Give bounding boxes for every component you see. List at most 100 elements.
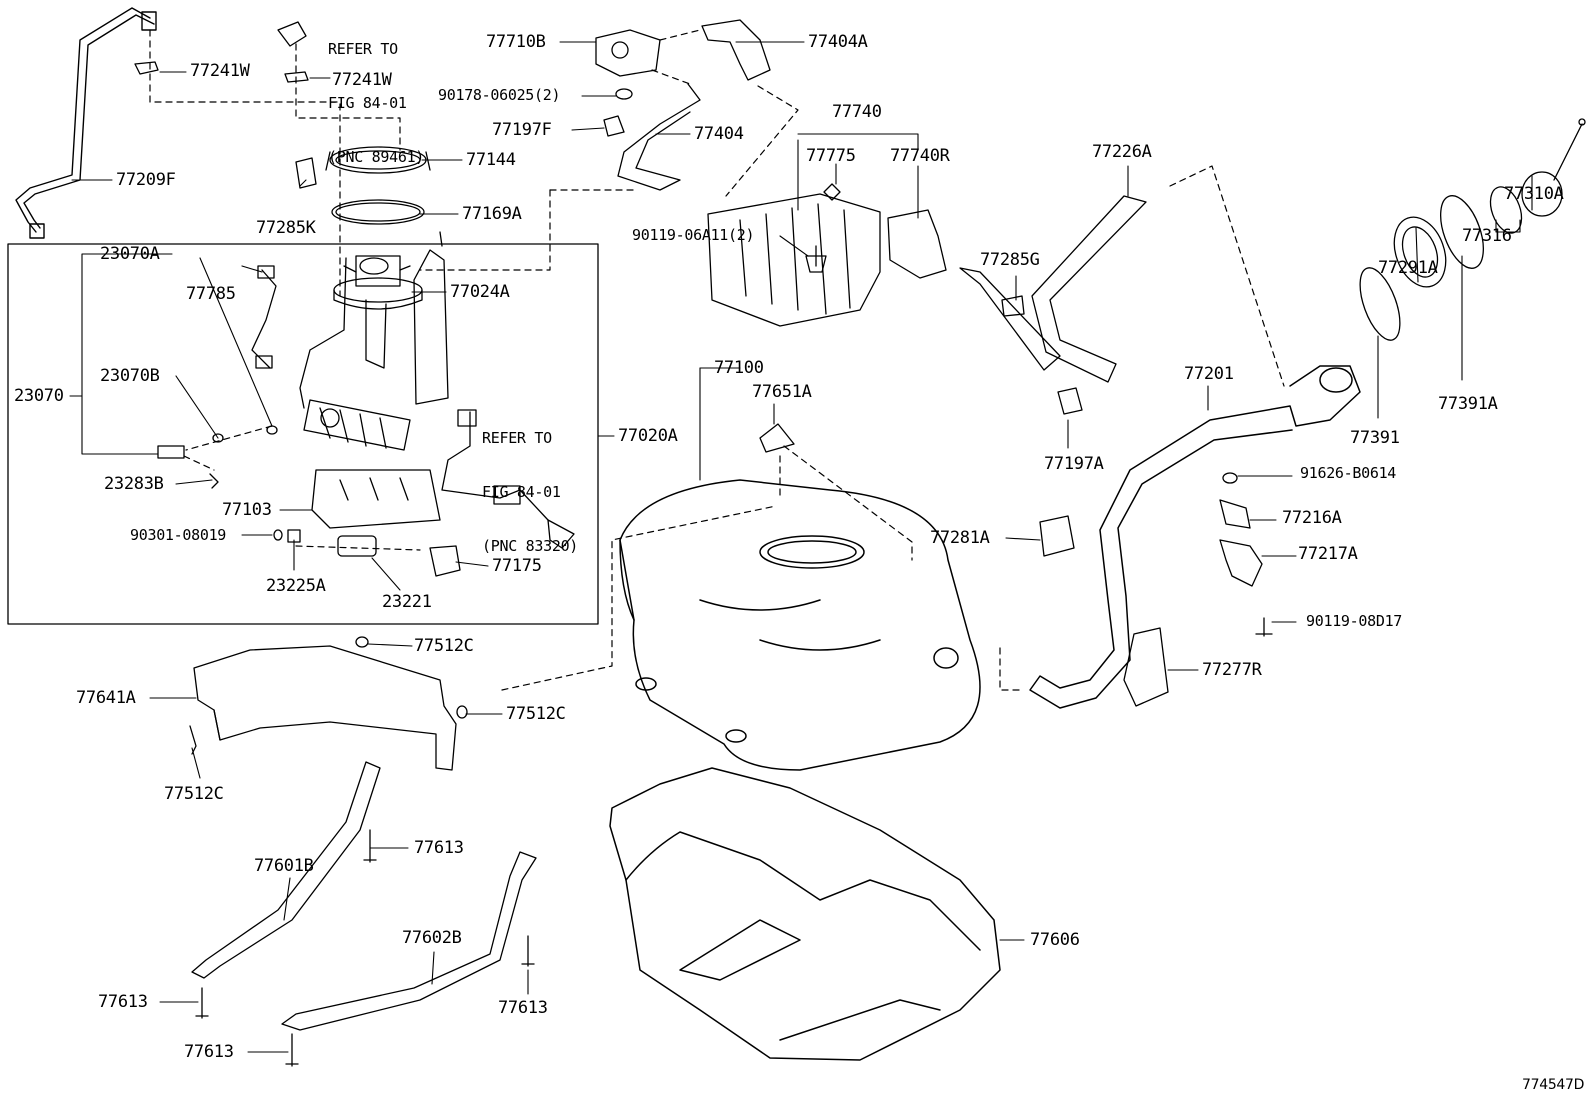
- label-77226a: 77226A: [1092, 142, 1152, 162]
- bracket-77216a: [1219, 499, 1251, 529]
- label-77197a: 77197A: [1044, 454, 1104, 474]
- refer-note-83320-line2: FIG 84-01: [482, 483, 561, 501]
- label-77601b: 77601B: [254, 856, 314, 876]
- pump-hose: [299, 257, 347, 409]
- label-77281a: 77281A: [930, 528, 990, 548]
- protector-77606: [609, 767, 1001, 1061]
- label-77197f: 77197F: [492, 120, 552, 140]
- vent-tube-77209f: [15, 7, 157, 239]
- label-23283b: 23283B: [104, 474, 164, 494]
- label-77391a: 77391A: [1438, 394, 1498, 414]
- figure-code: 774547D: [1522, 1077, 1585, 1093]
- cap-77310a: [1521, 118, 1586, 217]
- clip-77285g: [1001, 295, 1025, 317]
- harness-connector: [257, 265, 275, 279]
- label-90119-06a11: 90119-06A11(2): [632, 226, 755, 244]
- label-23070: 23070: [14, 386, 64, 406]
- refer-note-89461-line3: (PNC 89461): [328, 148, 425, 166]
- fuel-pump-23221: [337, 535, 377, 557]
- label-77651a: 77651A: [752, 382, 812, 402]
- hose-77404a: [701, 19, 771, 81]
- label-77277r: 77277R: [1202, 660, 1262, 680]
- refer-note-89461-line2: FIG 84-01: [328, 94, 407, 112]
- canister-77740: [707, 193, 947, 327]
- regulator-23070: [157, 445, 185, 459]
- label-77404a: 77404A: [808, 32, 868, 52]
- label-77169a: 77169A: [462, 204, 522, 224]
- strap-77601b: [191, 761, 381, 979]
- label-77613-d: 77613: [184, 1042, 234, 1062]
- label-77512c-top: 77512C: [414, 636, 474, 656]
- clip-77512c-top: [355, 636, 369, 648]
- label-77775: 77775: [806, 146, 856, 166]
- sender-arm: [413, 249, 449, 405]
- label-77216a: 77216A: [1282, 508, 1342, 528]
- fuel-pump-body: [303, 399, 411, 451]
- pump-assembly-box: [7, 243, 599, 625]
- clip-77197f: [603, 115, 625, 137]
- strap-77602b: [281, 851, 537, 1031]
- protector-77277r: [1123, 627, 1169, 707]
- label-77710b: 77710B: [486, 32, 546, 52]
- label-91626-b0614: 91626-B0614: [1300, 464, 1397, 482]
- leader-lines: [69, 41, 1533, 1053]
- label-77613-c: 77613: [498, 998, 548, 1018]
- o-ring-23070b: [212, 433, 224, 443]
- refer-note-83320: REFER TO FIG 84-01 (PNC 83320): [482, 393, 578, 591]
- part-77285k: [295, 157, 317, 189]
- label-90178-06025: 90178-06025(2): [438, 86, 561, 104]
- label-90119-08d17: 90119-08D17: [1306, 612, 1403, 630]
- refer-note-89461-line1: REFER TO: [328, 40, 398, 58]
- label-77316: 77316: [1462, 226, 1512, 246]
- label-23225a: 23225A: [266, 576, 326, 596]
- label-77209f: 77209F: [116, 170, 176, 190]
- clip-77241w-b: [284, 71, 309, 83]
- clip-77197a: [1057, 387, 1083, 415]
- refer-note-89461: REFER TO FIG 84-01 (PNC 89461): [328, 4, 424, 202]
- label-77217a: 77217A: [1298, 544, 1358, 564]
- part-77775: [823, 183, 841, 201]
- bolt-91626: [1222, 472, 1238, 484]
- label-77641a: 77641A: [76, 688, 136, 708]
- clip-23283b: [209, 473, 219, 489]
- label-77020a: 77020A: [618, 426, 678, 446]
- bracket-77651a: [759, 423, 795, 453]
- nut-90178: [615, 88, 633, 100]
- label-77613-a: 77613: [414, 838, 464, 858]
- ring-77316: [1489, 186, 1523, 234]
- label-90301-08019: 90301-08019: [130, 526, 227, 544]
- ring-77391: [1359, 267, 1401, 341]
- label-23070b: 23070B: [100, 366, 160, 386]
- refer-note-83320-line3: (PNC 83320): [482, 537, 579, 555]
- label-23221: 23221: [382, 592, 432, 612]
- label-77740r: 77740R: [890, 146, 950, 166]
- bolt-90119-08d17: [1255, 617, 1273, 637]
- housing-77291a: [1393, 216, 1447, 288]
- bolts-77613: [195, 829, 535, 1067]
- harness-77785: [251, 269, 277, 369]
- filter-77175: [429, 545, 461, 577]
- protector-77281a: [1039, 515, 1075, 557]
- label-77613-b: 77613: [98, 992, 148, 1012]
- label-77785: 77785: [186, 284, 236, 304]
- pump-flange-77024a: [333, 255, 423, 369]
- hose-77404: [617, 83, 701, 191]
- label-77285g: 77285G: [980, 250, 1040, 270]
- label-77144: 77144: [466, 150, 516, 170]
- bracket-77103: [311, 469, 441, 529]
- label-77175: 77175: [492, 556, 542, 576]
- retainer-ring-77144: [325, 146, 431, 174]
- clip-77512c-right: [456, 705, 468, 719]
- refer-note-83320-line1: REFER TO: [482, 429, 552, 447]
- label-77310a: 77310A: [1504, 184, 1564, 204]
- label-77024a: 77024A: [450, 282, 510, 302]
- label-23070a: 23070A: [100, 244, 160, 264]
- label-77391: 77391: [1350, 428, 1400, 448]
- gasket-77391a: [1440, 195, 1484, 269]
- label-77740: 77740: [832, 102, 882, 122]
- label-77100: 77100: [714, 358, 764, 378]
- filler-pipe-77201: [1029, 365, 1361, 709]
- dashed-guides: [149, 29, 1285, 691]
